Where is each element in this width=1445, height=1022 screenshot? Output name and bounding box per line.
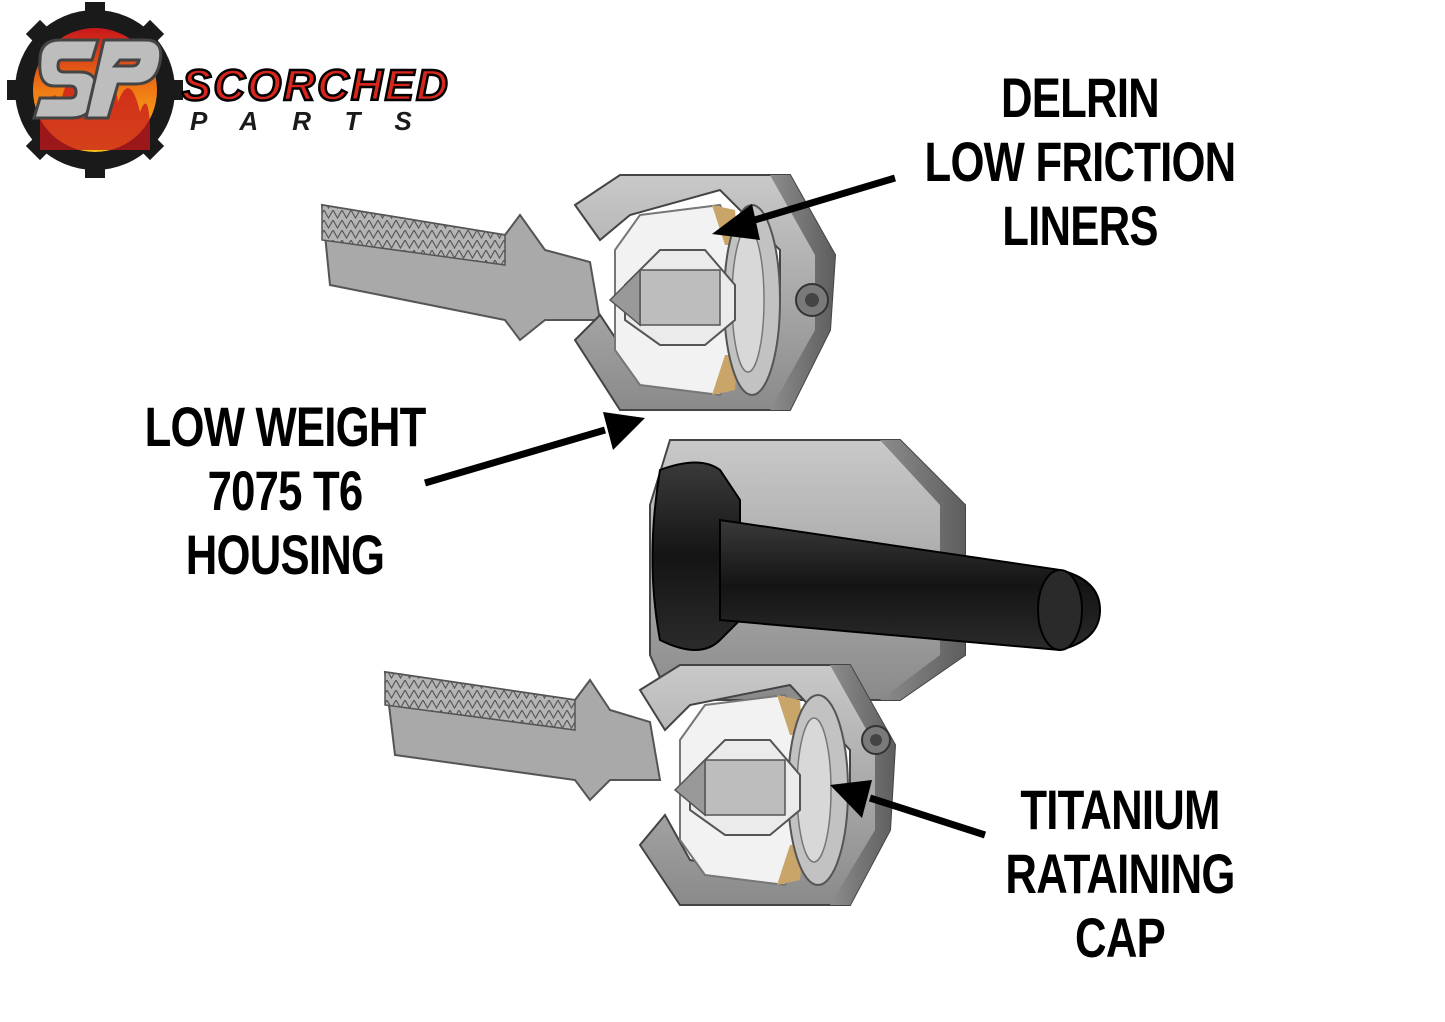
callout-titanium-cap: TITANIUM RATAINING CAP [968, 778, 1272, 970]
black-ball-shaft [651, 461, 1102, 652]
callout-delrin-line-3: LINERS [1002, 194, 1158, 257]
callout-delrin-liners: DELRIN LOW FRICTION LINERS [924, 66, 1237, 258]
upper-threaded-stud [320, 203, 602, 342]
sp-monogram [31, 38, 163, 120]
callout-housing-line-2: 7075 T6 [207, 459, 364, 522]
lower-rod-end [383, 664, 897, 906]
delrin-arrow [712, 174, 897, 240]
callout-arrows [424, 174, 987, 839]
callout-delrin-line-1: DELRIN [1001, 66, 1160, 129]
upper-titanium-cap [723, 204, 781, 396]
center-carrier [649, 439, 1102, 701]
brand-logo: SCORCHED PARTS [7, 2, 450, 178]
callout-titanium-line-1: TITANIUM [1020, 778, 1220, 841]
logo-wordmark-bottom: PARTS [190, 106, 446, 136]
lower-ball [673, 739, 801, 836]
housing-arrow [424, 412, 645, 487]
callout-housing: LOW WEIGHT 7075 T6 HOUSING [144, 395, 427, 587]
lower-threaded-stud [383, 670, 662, 802]
titanium-arrow [830, 780, 987, 839]
callout-housing-line-1: LOW WEIGHT [144, 395, 427, 458]
upper-ball [608, 249, 736, 346]
callout-titanium-line-3: CAP [1075, 906, 1166, 969]
logo-wordmark-top: SCORCHED [182, 61, 450, 110]
callout-delrin-line-2: LOW FRICTION [924, 130, 1237, 193]
upper-rod-end [320, 174, 837, 411]
callout-titanium-line-2: RATAINING [1005, 842, 1235, 905]
callout-housing-line-3: HOUSING [185, 523, 385, 586]
